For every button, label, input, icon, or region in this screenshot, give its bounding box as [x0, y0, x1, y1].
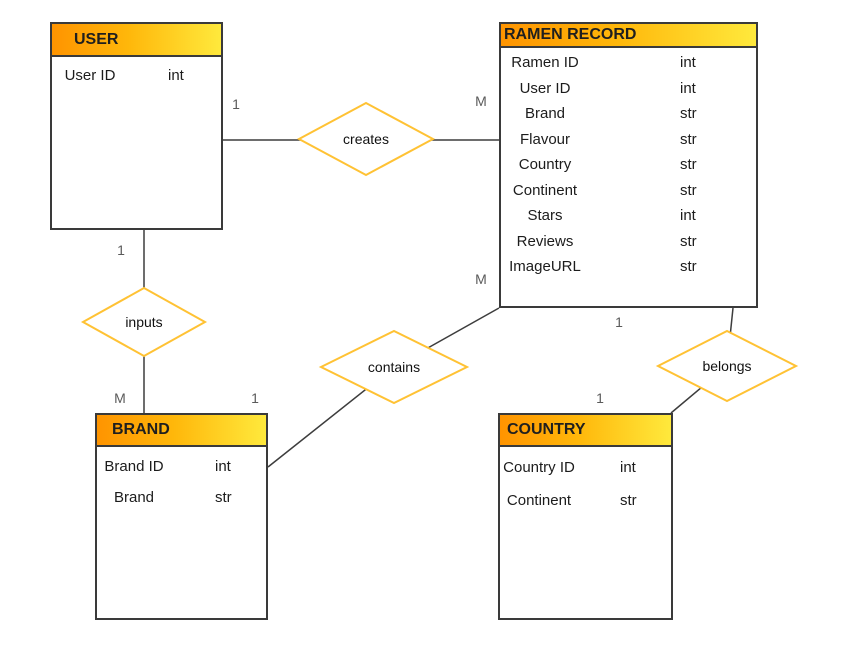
attribute-name: Reviews	[516, 232, 574, 250]
entity-user: USER User ID int	[50, 22, 223, 230]
attribute-name: Brand ID	[104, 458, 164, 475]
entity-header: BRAND	[97, 415, 266, 447]
attribute-row: Continent str	[501, 178, 756, 204]
attribute-row: ImageURL str	[501, 254, 756, 280]
attribute-row: User ID int	[501, 76, 756, 102]
cardinality-contains-ramen: M	[475, 271, 487, 287]
relationship-label-belongs: belongs	[702, 358, 752, 374]
attribute-name: Brand	[113, 489, 155, 506]
entity-ramen-record: RAMEN RECORD Ramen ID int User ID int Br…	[499, 22, 758, 308]
attribute-type: str	[680, 156, 697, 174]
attribute-row: Brand ID int	[97, 451, 266, 482]
attribute-list: Brand ID int Brand str	[97, 447, 266, 513]
relationship-label-contains: contains	[367, 359, 421, 375]
attribute-name: Ramen ID	[511, 54, 579, 72]
entity-header: RAMEN RECORD	[501, 24, 756, 48]
attribute-row: Ramen ID int	[501, 50, 756, 76]
attribute-row: Brand str	[97, 482, 266, 513]
attribute-row: Continent str	[500, 484, 671, 517]
entity-title: COUNTRY	[507, 421, 586, 438]
attribute-name: Stars	[527, 207, 563, 225]
attribute-name: Country ID	[503, 459, 575, 476]
entity-header: USER	[52, 24, 221, 57]
attribute-type: int	[168, 66, 184, 84]
cardinality-contains-brand: 1	[251, 390, 259, 406]
attribute-list: User ID int	[52, 57, 221, 90]
entity-country: COUNTRY Country ID int Continent str	[498, 413, 673, 620]
attribute-type: str	[620, 492, 637, 509]
attribute-type: str	[680, 258, 697, 276]
attribute-name: ImageURL	[509, 258, 581, 276]
entity-header: COUNTRY	[500, 415, 671, 447]
attribute-row: Country ID int	[500, 451, 671, 484]
entity-title: RAMEN RECORD	[504, 26, 637, 43]
attribute-row: Reviews str	[501, 229, 756, 255]
attribute-row: Brand str	[501, 101, 756, 127]
relationship-label-creates: creates	[343, 131, 389, 147]
cardinality-creates-user: 1	[232, 96, 240, 112]
relationship-diamond-belongs	[655, 329, 799, 403]
relationship-diamond-creates	[296, 101, 436, 177]
attribute-name: Continent	[506, 492, 572, 509]
attribute-name: Country	[518, 156, 572, 174]
attribute-name: User ID	[519, 79, 571, 97]
attribute-type: str	[215, 489, 232, 506]
attribute-row: Stars int	[501, 203, 756, 229]
cardinality-inputs-brand: M	[114, 390, 126, 406]
attribute-row: Flavour str	[501, 127, 756, 153]
attribute-type: str	[680, 232, 697, 250]
attribute-type: int	[680, 54, 696, 72]
attribute-name: Flavour	[519, 130, 571, 148]
entity-title: BRAND	[112, 421, 170, 438]
entity-brand: BRAND Brand ID int Brand str	[95, 413, 268, 620]
attribute-name: Brand	[524, 105, 566, 123]
attribute-type: int	[215, 458, 231, 475]
attribute-type: str	[680, 105, 697, 123]
attribute-row: User ID int	[52, 60, 221, 90]
attribute-name: User ID	[64, 66, 116, 84]
attribute-list: Country ID int Continent str	[500, 447, 671, 517]
relationship-diamond-inputs	[80, 286, 208, 358]
relationship-label-inputs: inputs	[125, 314, 163, 330]
attribute-type: str	[680, 130, 697, 148]
cardinality-creates-ramen: M	[475, 93, 487, 109]
entity-title: USER	[74, 30, 119, 48]
cardinality-belongs-country: 1	[596, 390, 604, 406]
attribute-type: int	[680, 79, 696, 97]
attribute-type: int	[620, 459, 636, 476]
cardinality-inputs-user: 1	[117, 242, 125, 258]
attribute-row: Country str	[501, 152, 756, 178]
attribute-list: Ramen ID int User ID int Brand str Flavo…	[501, 48, 756, 280]
attribute-type: int	[680, 207, 696, 225]
attribute-type: str	[680, 181, 697, 199]
attribute-name: Continent	[512, 181, 578, 199]
relationship-diamond-contains	[318, 329, 470, 405]
cardinality-belongs-ramen: 1	[615, 314, 623, 330]
